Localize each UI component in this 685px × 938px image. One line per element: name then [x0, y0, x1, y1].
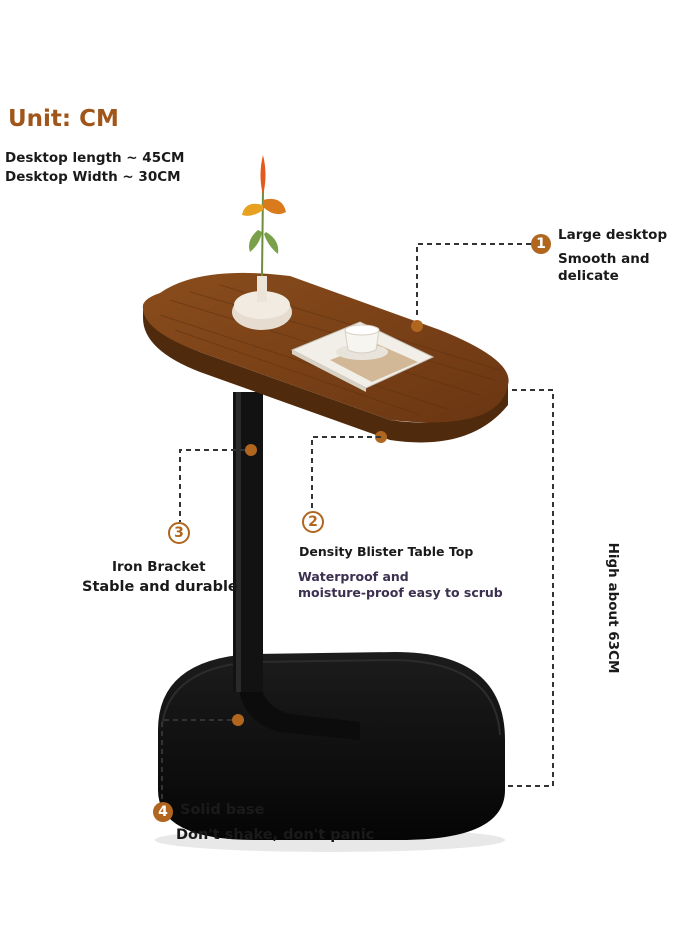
callout-dot-3	[245, 444, 257, 456]
callout-3-line-1: Stable and durable	[82, 579, 238, 595]
callout-badge-4: 4	[153, 802, 173, 822]
leader-line-3	[179, 449, 245, 522]
coffee-cup	[336, 324, 388, 360]
leader-line-2	[311, 436, 381, 512]
bird-of-paradise-flower	[242, 155, 286, 277]
callout-badge-3: 3	[168, 522, 190, 544]
callout-1-title: Large desktop	[558, 227, 668, 243]
callout-1-line-2: delicate	[558, 268, 619, 284]
callout-4-line-1: Don't shake, don't panic	[176, 827, 375, 843]
unit-label: Unit: CM	[8, 106, 119, 132]
desktop-length: Desktop length ~ 45CM	[5, 150, 185, 166]
callout-2-line-1: Waterproof and	[298, 569, 409, 584]
callout-badge-2: 2	[302, 511, 324, 533]
height-dimension-line	[507, 389, 554, 787]
callout-3-title: Iron Bracket	[112, 559, 206, 575]
callout-2-line-2: moisture-proof easy to scrub	[298, 585, 503, 600]
leader-line-1	[416, 243, 531, 316]
callout-dot-1	[411, 320, 423, 332]
callout-2-title: Density Blister Table Top	[299, 544, 474, 559]
height-label: High about 63CM	[605, 542, 621, 674]
tabletop-edge	[143, 305, 508, 443]
callout-4-title: Solid base	[180, 802, 265, 818]
desktop-width: Desktop Width ~ 30CM	[5, 169, 181, 185]
callout-1-line-1: Smooth and	[558, 251, 650, 267]
callout-dot-4	[232, 714, 244, 726]
callout-badge-1: 1	[531, 234, 551, 254]
vase	[232, 276, 292, 330]
bracket-foot	[236, 640, 360, 740]
